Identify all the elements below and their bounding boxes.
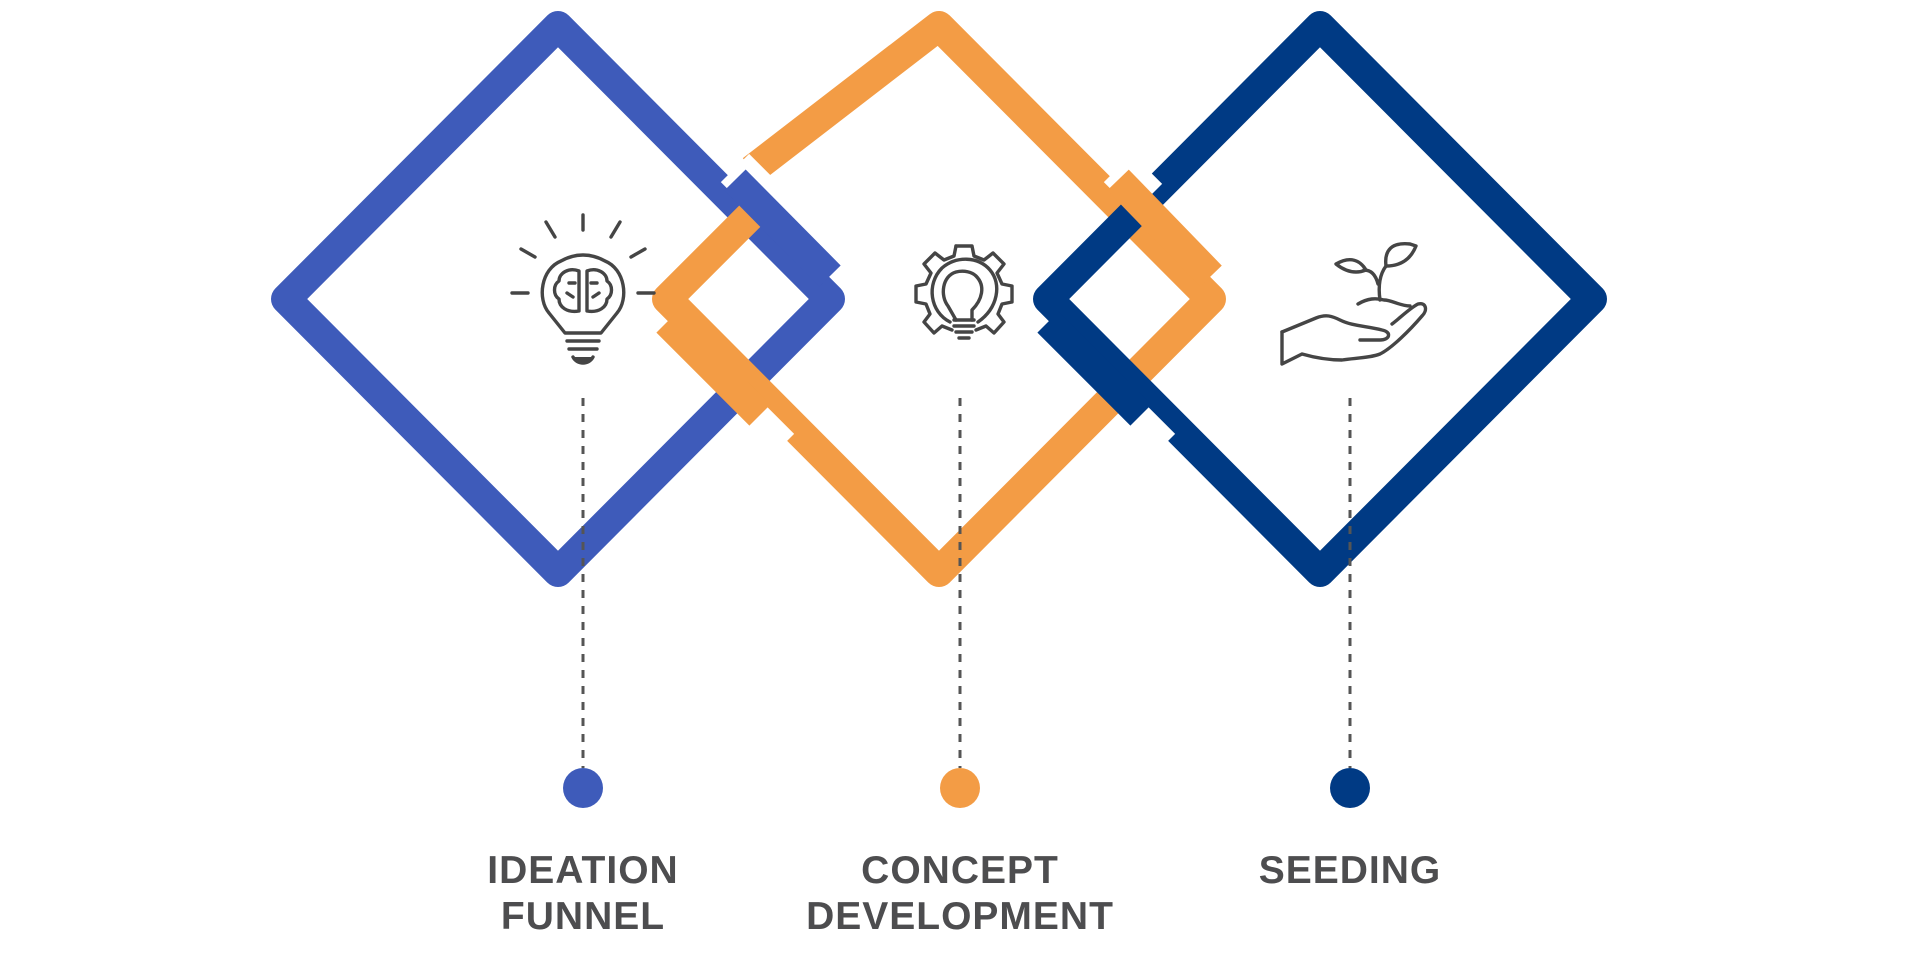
diamond-frame-seeding [1033,11,1607,587]
connectors [581,398,1352,768]
stage-label-ideation-line-2: FUNNEL [501,895,665,938]
stage-labels: IDEATION FUNNEL CONCEPT DEVELOPMENT SEED… [487,849,1442,938]
stage-dots [563,768,1370,808]
diamond-frame-concept [652,11,1226,587]
stage-dot-concept [940,768,980,808]
frames [271,11,1607,587]
stage-label-ideation-line-1: IDEATION [487,849,678,892]
stage-dot-ideation [563,768,603,808]
stage-label-seeding-line-1: SEEDING [1259,849,1442,892]
stage-dot-seeding [1330,768,1370,808]
stage-label-concept-line-1: CONCEPT [861,849,1059,892]
gear-lightbulb-icon [914,244,1014,340]
lightbulb-brain-icon [510,213,656,365]
hand-seedling-icon [1280,242,1428,366]
stage-label-concept-line-2: DEVELOPMENT [806,895,1114,938]
